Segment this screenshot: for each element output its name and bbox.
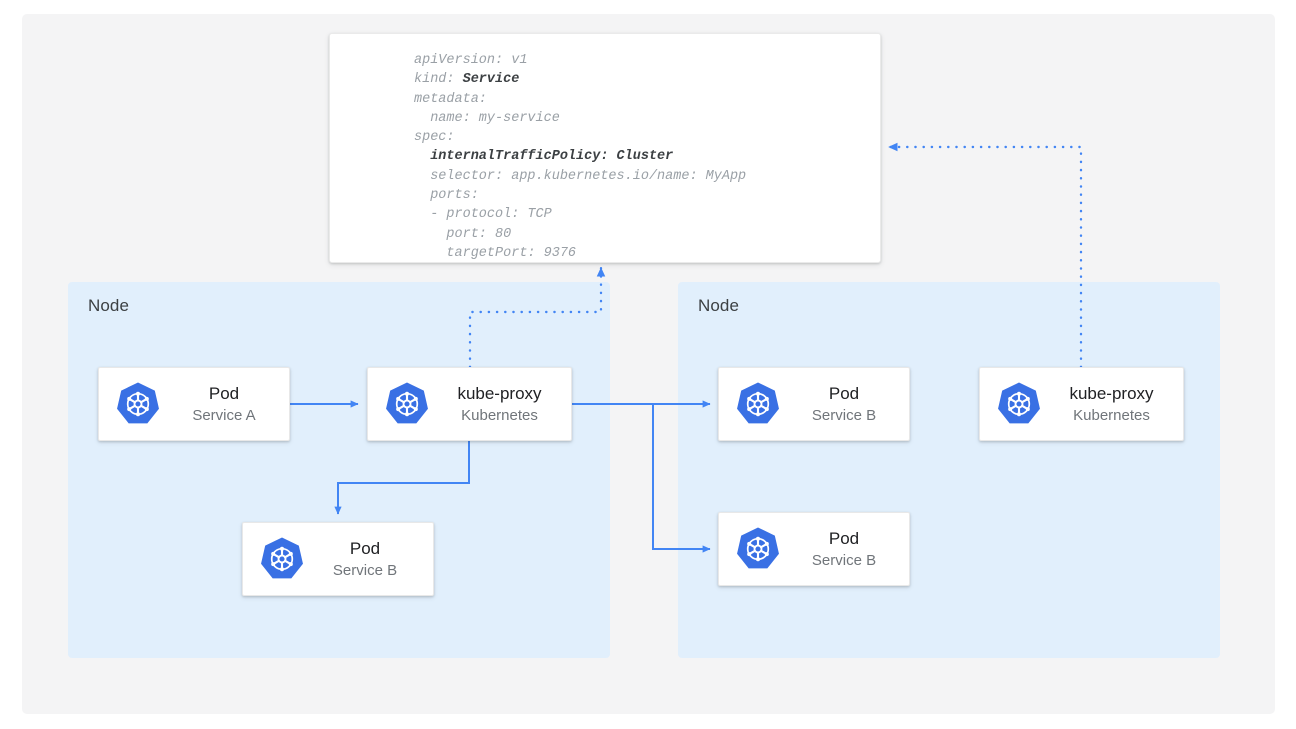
box-pod-service-b-local-text: Pod Service B (317, 538, 433, 581)
box-pod-service-b-remote-1[interactable]: Pod Service B (718, 367, 910, 441)
box-kube-proxy-right[interactable]: kube-proxy Kubernetes (979, 367, 1184, 441)
kubernetes-icon (735, 526, 781, 572)
box-title: Pod (208, 383, 240, 403)
box-title: Pod (828, 528, 860, 548)
kubernetes-icon (384, 381, 430, 427)
box-subtitle: Kubernetes (1073, 406, 1150, 424)
box-pod-service-b-local[interactable]: Pod Service B (242, 522, 434, 596)
box-pod-service-a[interactable]: Pod Service A (98, 367, 290, 441)
kubernetes-icon (735, 381, 781, 427)
box-subtitle: Service B (332, 561, 398, 579)
box-kube-proxy-left[interactable]: kube-proxy Kubernetes (367, 367, 572, 441)
box-subtitle: Service B (811, 551, 877, 569)
box-pod-service-a-text: Pod Service A (173, 383, 289, 426)
box-kube-proxy-right-text: kube-proxy Kubernetes (1054, 383, 1183, 426)
box-subtitle: Service A (192, 406, 256, 424)
kubernetes-icon (996, 381, 1042, 427)
service-manifest-code: apiVersion: v1 kind: Service metadata: n… (414, 53, 747, 261)
service-manifest-card: apiVersion: v1 kind: Service metadata: n… (329, 33, 881, 263)
node-label-right: Node (698, 296, 740, 315)
box-title: kube-proxy (1069, 383, 1154, 403)
node-label-left: Node (88, 296, 130, 315)
box-subtitle: Service B (811, 406, 877, 424)
kubernetes-icon (115, 381, 161, 427)
box-subtitle: Kubernetes (461, 406, 538, 424)
node-panel-right: Node (678, 282, 1220, 658)
box-title: Pod (349, 538, 381, 558)
box-kube-proxy-left-text: kube-proxy Kubernetes (442, 383, 571, 426)
box-title: Pod (828, 383, 860, 403)
box-pod-service-b-remote-1-text: Pod Service B (793, 383, 909, 426)
box-pod-service-b-remote-2-text: Pod Service B (793, 528, 909, 571)
box-title: kube-proxy (457, 383, 542, 403)
box-pod-service-b-remote-2[interactable]: Pod Service B (718, 512, 910, 586)
node-panel-left: Node (68, 282, 610, 658)
kubernetes-icon (259, 536, 305, 582)
